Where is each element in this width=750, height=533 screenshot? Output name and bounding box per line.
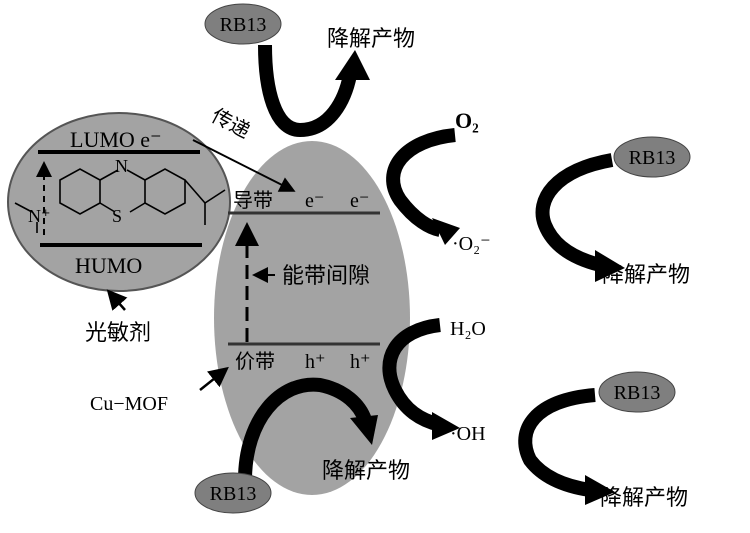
rb13-top: RB13 [204,3,282,45]
hole-1: h⁺ [305,351,326,373]
mof-label: Cu−MOF [90,393,168,415]
superoxide-label: ·O₂⁻ [452,233,491,255]
photosensitizer-pointer [106,289,128,311]
rb13-right-bottom: RB13 [598,371,676,413]
right-bottom-degradation-arrow [518,388,596,497]
electron-1: e⁻ [305,190,324,212]
svg-text:RB13: RB13 [220,14,267,36]
top-degradation-arrow [258,44,357,138]
molecule-structure [14,168,226,233]
right-top-degradation-arrow [535,153,614,272]
transfer-arrow [192,139,296,192]
mof-pointer [199,366,229,391]
band-gap-label: 能带间隙 [282,264,370,289]
hydroxyl-label: ·OH [450,423,486,445]
product-right-bottom: 降解产物 [600,486,688,511]
svg-text:RB13: RB13 [614,382,661,404]
oxygen-label: O₂ [455,108,479,133]
arrowheads [335,50,625,505]
lumo-label: LUMO e⁻ [70,127,162,152]
transfer-label: 传递 [208,103,255,143]
product-bottom: 降解产物 [322,459,410,484]
valence-band-label: 价带 [235,349,275,373]
svg-text:RB13: RB13 [629,147,676,169]
svg-text:RB13: RB13 [210,483,257,505]
rb13-right-top: RB13 [613,136,691,178]
rb13-bottom: RB13 [194,472,272,514]
conduction-band-label: 导带 [233,188,273,212]
reaction-arrows [238,44,614,497]
electron-2: e⁻ [350,190,369,212]
atom-n-plus: N⁺ [28,206,51,226]
o2-reduction-arrow [386,128,456,237]
humo-label: HUMO [75,253,142,278]
product-right-top: 降解产物 [602,263,690,288]
atom-s: S [112,206,122,226]
bottom-degradation-arrow [238,377,372,481]
h2o-oxidation-arrow [382,318,442,432]
product-top: 降解产物 [327,27,415,52]
hole-2: h⁺ [350,351,371,373]
water-label: H₂O [450,318,486,340]
atom-n: N [115,156,128,176]
photosensitizer-label: 光敏剂 [85,321,151,346]
